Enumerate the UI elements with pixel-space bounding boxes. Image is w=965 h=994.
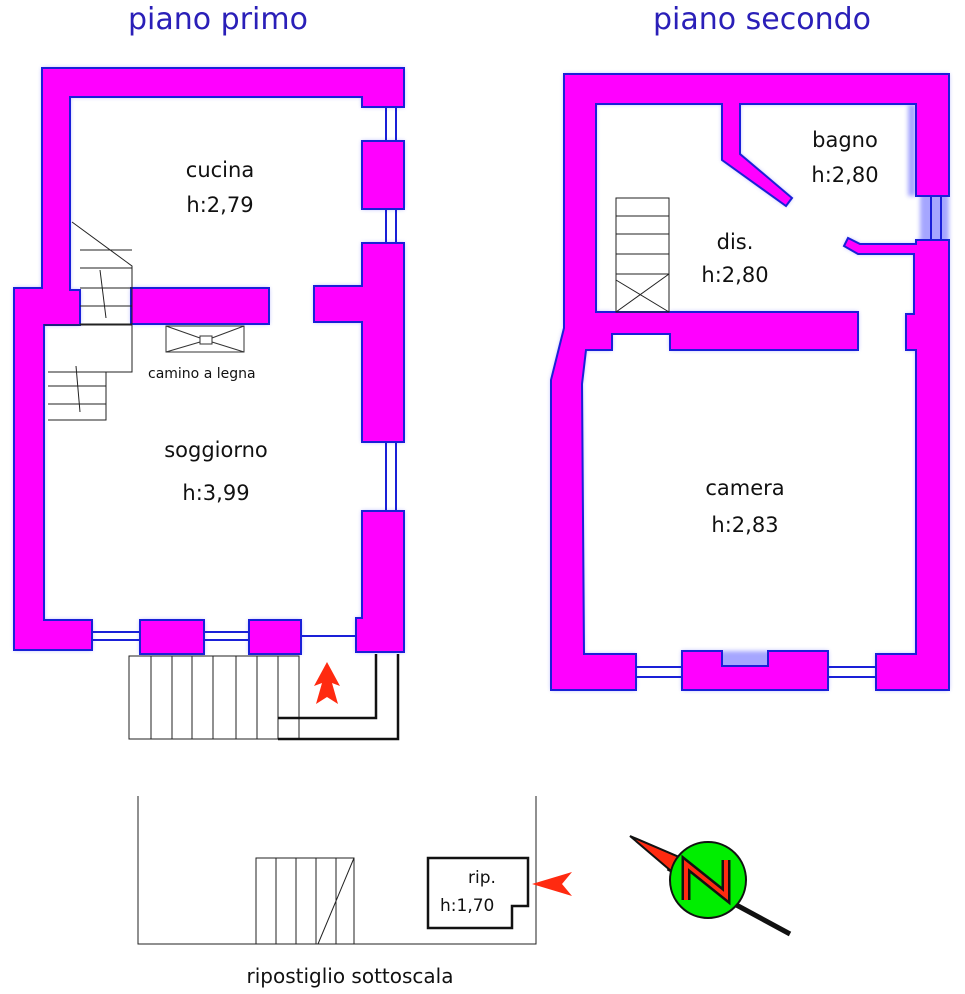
room-name-bagno: bagno	[812, 128, 878, 152]
floor2-title: piano secondo	[653, 2, 872, 37]
room-camera: camera h:2,83	[690, 478, 800, 536]
room-name-dis: dis.	[716, 230, 754, 254]
room-dis: dis. h:2,80	[690, 232, 780, 286]
room-name-soggiorno: soggiorno	[164, 438, 268, 462]
floor1-internal-stairs	[44, 221, 133, 421]
floor2-windows	[636, 196, 942, 678]
understairs-section	[137, 796, 537, 945]
room-height-soggiorno: h:3,99	[182, 481, 250, 505]
room-name-cucina: cucina	[185, 158, 255, 182]
floor1-walls	[13, 67, 405, 655]
north-compass-icon	[629, 835, 792, 937]
room-name-rip: rip.	[468, 868, 496, 888]
red-arrow-left-icon	[532, 872, 572, 896]
fireplace-label: camino a legna	[148, 366, 256, 382]
room-height-bagno: h:2,80	[811, 163, 879, 187]
room-soggiorno: soggiorno h:3,99	[146, 440, 286, 504]
floor1-windows	[92, 107, 397, 641]
room-height-dis: h:2,80	[701, 263, 769, 287]
room-cucina: cucina h:2,79	[160, 160, 280, 216]
floor2-stairs	[615, 197, 670, 313]
understairs-caption: ripostiglio sottoscala	[246, 964, 454, 988]
room-height-rip: h:1,70	[440, 896, 495, 916]
room-bagno: bagno h:2,80	[800, 130, 890, 186]
room-name-camera: camera	[705, 476, 785, 500]
entrance-landing	[278, 654, 400, 741]
external-stairs	[128, 655, 300, 740]
fireplace-symbol	[165, 325, 245, 353]
floor2-walls	[550, 73, 950, 691]
floor1-title: piano primo	[128, 2, 308, 37]
red-arrow-up-icon	[314, 662, 340, 704]
storage-wall	[426, 856, 530, 930]
room-height-cucina: h:2,79	[186, 193, 254, 217]
room-height-camera: h:2,83	[711, 513, 779, 537]
